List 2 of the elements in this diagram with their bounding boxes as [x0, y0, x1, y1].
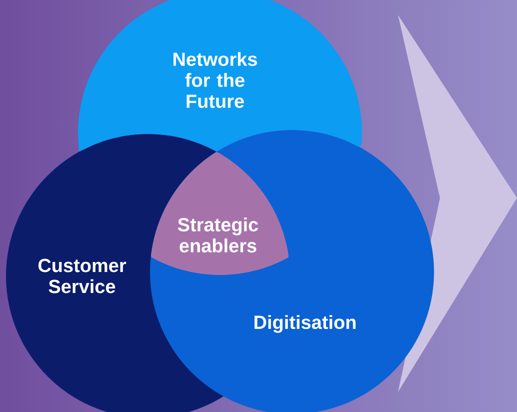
circle-segment: Networks for the Future	[78, 0, 362, 152]
overlap-region: Strategic enablers	[150, 152, 288, 275]
